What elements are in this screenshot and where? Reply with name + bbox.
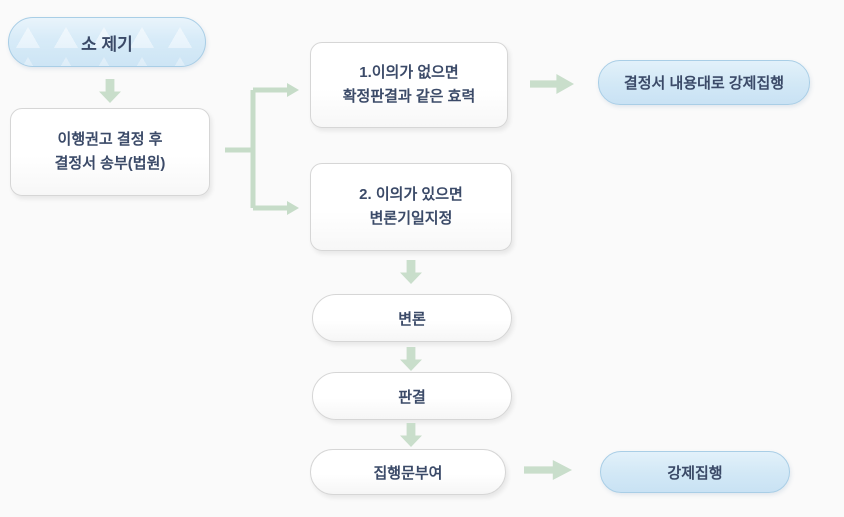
arrow-down-icon — [400, 260, 422, 284]
arrow-down-icon — [400, 347, 422, 371]
node-enforcement-per-decision: 결정서 내용대로 강제집행 — [598, 60, 810, 105]
arrow-down-icon — [400, 423, 422, 447]
node-execution-clause-label: 집행문부여 — [373, 464, 443, 482]
node-recommendation-decision-line2: 결정서 송부(법원) — [54, 155, 166, 172]
arrow-right-icon — [530, 74, 574, 94]
node-judgment: 판결 — [312, 372, 512, 420]
node-recommendation-decision: 이행권고 결정 후 결정서 송부(법원) — [10, 108, 210, 196]
node-lawsuit-filing: 소 제기 — [8, 17, 206, 67]
node-enforcement-per-decision-label: 결정서 내용대로 강제집행 — [623, 75, 785, 92]
node-objection-raised-line1: 2. 이의가 있으면 — [359, 186, 463, 203]
node-oral-argument: 변론 — [312, 294, 512, 342]
branch-connector-lines — [225, 83, 299, 215]
node-compulsory-execution: 강제집행 — [600, 451, 790, 493]
arrow-head-bottom-icon — [287, 201, 299, 215]
node-no-objection-line2: 확정판결과 같은 효력 — [342, 88, 476, 105]
node-lawsuit-filing-label: 소 제기 — [81, 34, 133, 54]
node-execution-clause: 집행문부여 — [310, 449, 506, 495]
node-compulsory-execution-label: 강제집행 — [667, 464, 723, 482]
arrow-right-icon — [524, 460, 572, 480]
arrow-down-icon — [99, 79, 121, 103]
node-objection-raised: 2. 이의가 있으면 변론기일지정 — [310, 163, 512, 251]
node-judgment-label: 판결 — [398, 388, 426, 406]
arrow-head-top-icon — [287, 83, 299, 97]
node-recommendation-decision-line1: 이행권고 결정 후 — [57, 131, 163, 148]
node-no-objection-line1: 1.이의가 없으면 — [359, 64, 459, 81]
node-objection-raised-line2: 변론기일지정 — [369, 210, 453, 227]
node-no-objection: 1.이의가 없으면 확정판결과 같은 효력 — [310, 42, 508, 128]
node-oral-argument-label: 변론 — [398, 310, 426, 328]
